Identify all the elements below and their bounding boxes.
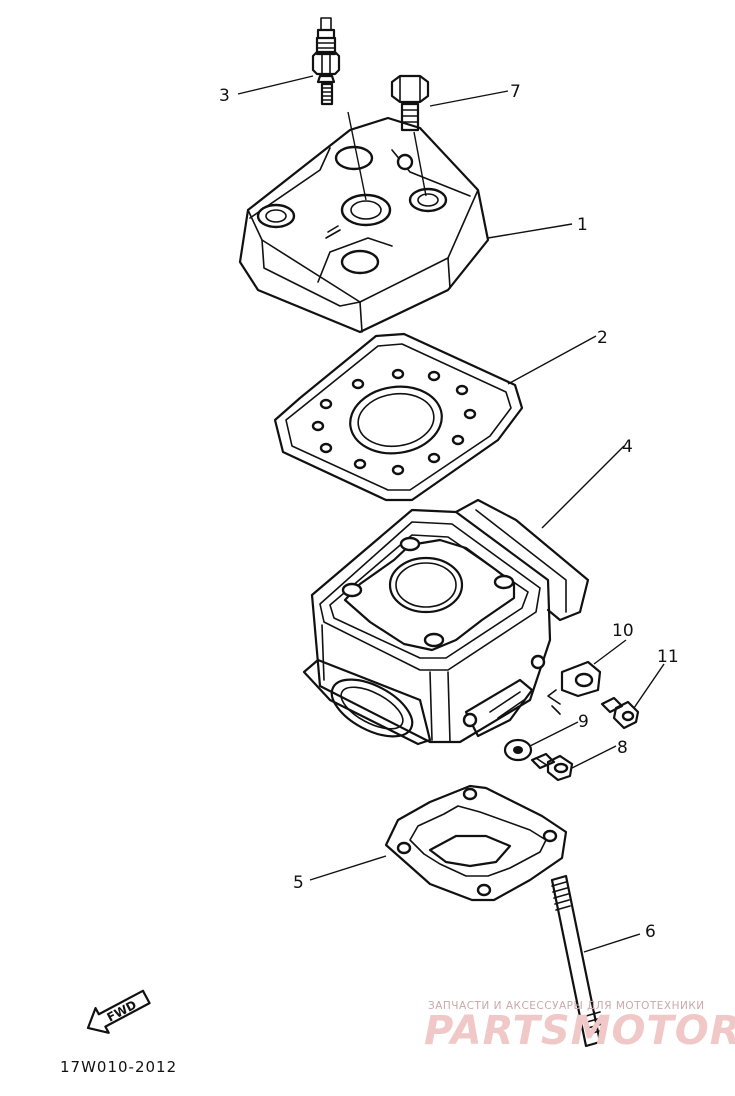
callout-10: 10 xyxy=(612,621,634,641)
fwd-arrow-icon: FWD xyxy=(86,989,151,1034)
callout-3: 3 xyxy=(219,86,230,106)
gasket-holes xyxy=(311,368,477,476)
bolt-8 xyxy=(530,752,574,782)
watermark-brand: PARTSMOTOR.RU xyxy=(424,1008,735,1054)
callout-11: 11 xyxy=(657,647,679,667)
callout-9: 9 xyxy=(578,712,589,732)
spark-plug xyxy=(311,17,341,106)
cylinder-head xyxy=(238,116,490,334)
clamp-10 xyxy=(547,660,602,715)
head-gasket xyxy=(273,332,524,502)
callout-7: 7 xyxy=(510,82,521,102)
screw-11 xyxy=(600,696,640,730)
callout-6: 6 xyxy=(645,922,656,942)
callout-8: 8 xyxy=(617,738,628,758)
callout-2: 2 xyxy=(597,328,608,348)
cylinder xyxy=(302,498,590,746)
callout-5: 5 xyxy=(293,873,304,893)
callout-numbers: 1 2 3 4 5 6 7 8 9 10 11 xyxy=(219,82,679,942)
watermark: ЗАПЧАСТИ И АКСЕССУАРЫ ДЛЯ МОТОТЕХНИКИ PA… xyxy=(424,1000,735,1054)
drawing-code: 17W010-2012 xyxy=(60,1058,177,1076)
base-gasket xyxy=(384,784,568,902)
callout-4: 4 xyxy=(622,437,633,457)
watermark-tagline: ЗАПЧАСТИ И АКСЕССУАРЫ ДЛЯ МОТОТЕХНИКИ xyxy=(428,1000,705,1012)
callout-1: 1 xyxy=(577,215,588,235)
stud-bolt xyxy=(550,874,604,1048)
washer-9 xyxy=(503,738,533,762)
leader-lines xyxy=(237,75,665,953)
